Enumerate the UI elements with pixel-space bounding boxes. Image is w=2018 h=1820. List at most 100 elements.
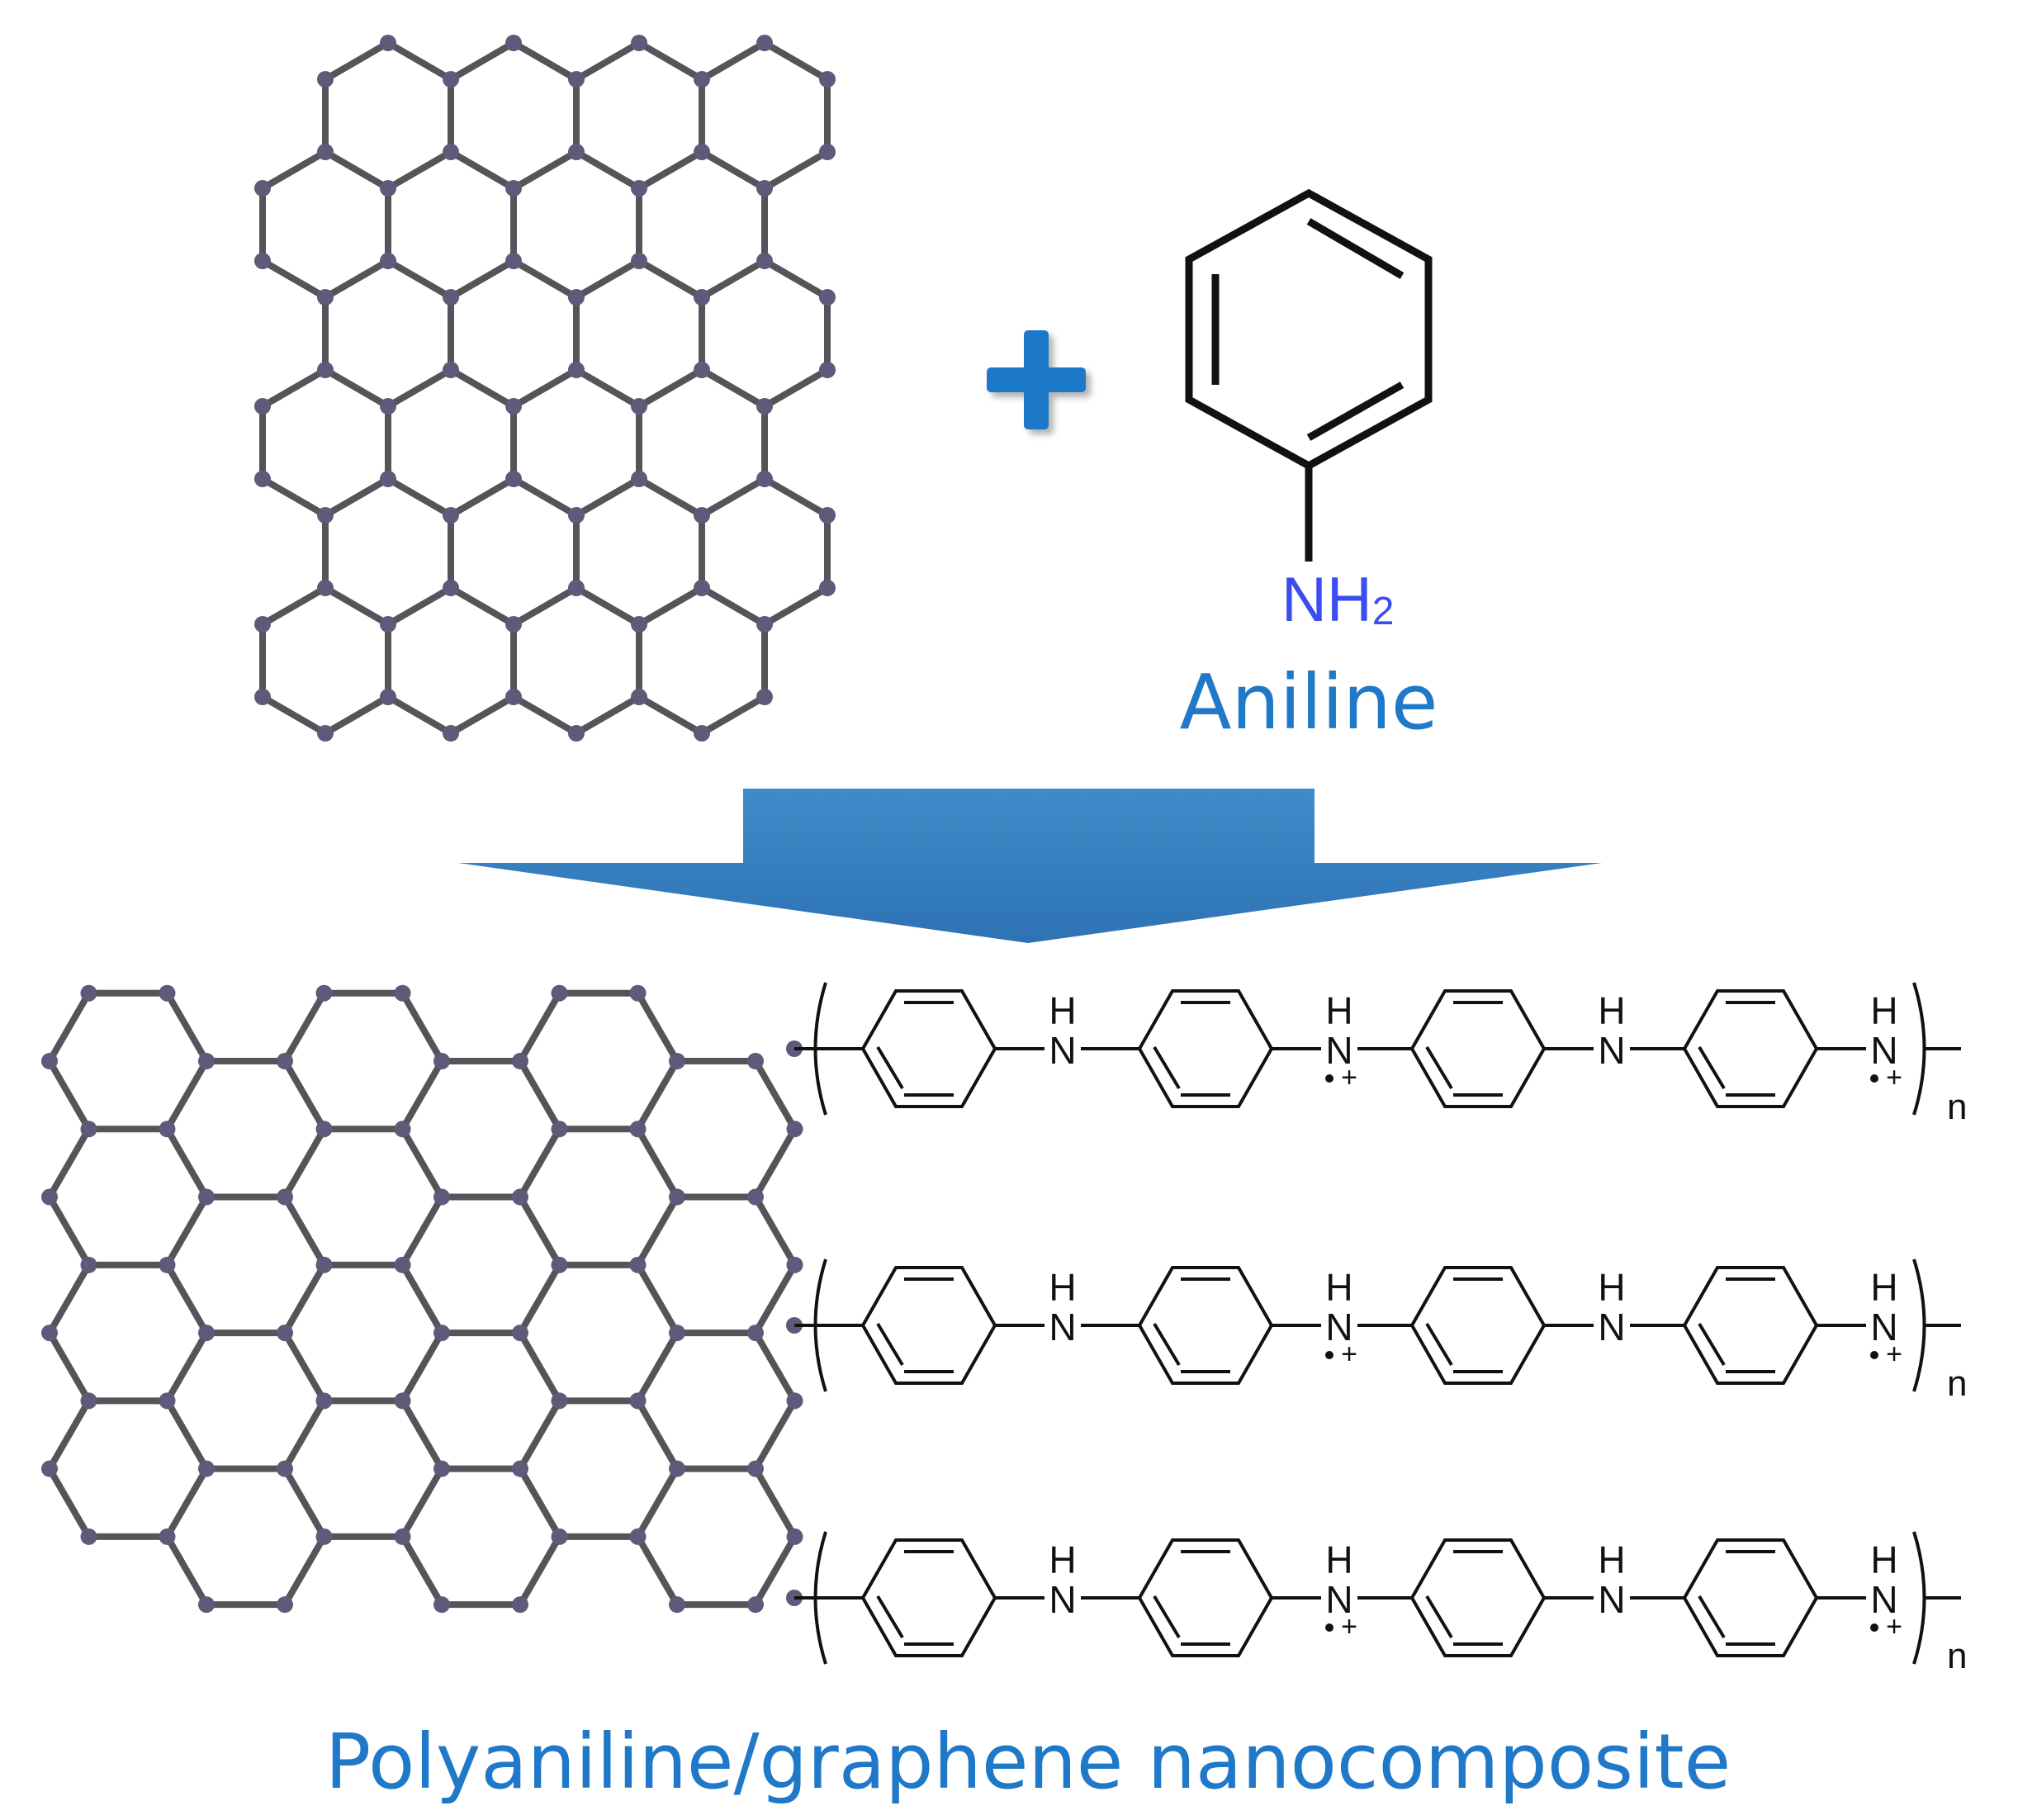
carbon-bond [448, 258, 517, 301]
carbon-atom [568, 289, 585, 306]
carbon-atom [159, 1528, 176, 1545]
positive-charge: + [1886, 1062, 1902, 1093]
carbon-atom [254, 253, 271, 269]
carbon-atom [433, 1053, 450, 1069]
carbon-atom [747, 1596, 764, 1614]
carbon-atom [41, 1460, 58, 1477]
carbon-bond [573, 40, 642, 83]
carbon-atom [551, 1256, 568, 1273]
graphene-sheet-top [254, 35, 836, 742]
carbon-bond [322, 476, 391, 519]
double-bond [1698, 1045, 1726, 1090]
carbon-atom [512, 1325, 528, 1342]
carbon-bond [634, 1397, 680, 1472]
amine-h-label: H [1598, 1538, 1625, 1581]
carbon-atom [433, 1460, 450, 1477]
carbon-bond [634, 1058, 680, 1133]
amine-n-label: N [1325, 1306, 1352, 1348]
radical-dot [1325, 1074, 1333, 1083]
carbon-bond [517, 1533, 563, 1609]
carbon-atom [631, 398, 647, 415]
carbon-bond [573, 694, 642, 737]
carbon-atom [443, 71, 459, 88]
amine-n-label: N [1325, 1029, 1352, 1072]
carbon-bond [636, 40, 705, 83]
carbon-atom [443, 362, 459, 378]
carbon-atom [756, 471, 773, 487]
amine-h-label: H [1598, 1266, 1625, 1309]
carbon-bond [46, 1126, 92, 1201]
carbon-bond [573, 367, 642, 410]
carbon-bond [761, 149, 831, 192]
carbon-atom [786, 1256, 803, 1273]
carbon-bond [752, 1465, 798, 1540]
carbon-atom [694, 144, 710, 160]
carbon-atom [669, 1053, 685, 1069]
carbon-bond [282, 989, 328, 1064]
carbon-atom [631, 471, 647, 487]
carbon-bond [752, 1193, 798, 1268]
carbon-bond [752, 1329, 798, 1405]
graphene-sheet-bottom [41, 984, 803, 1614]
carbon-bond [636, 694, 705, 737]
carbon-bond [634, 1193, 680, 1268]
carbon-atom [568, 71, 585, 88]
carbon-atom [551, 1528, 568, 1545]
carbon-bond [399, 1329, 445, 1405]
lattice-atoms [41, 984, 803, 1614]
carbon-atom [629, 1121, 647, 1138]
amine-n-label: N [1598, 1029, 1625, 1072]
carbon-atom [756, 616, 773, 633]
carbon-atom [505, 471, 522, 487]
carbon-atom [505, 616, 522, 633]
carbon-atom [747, 1325, 764, 1342]
carbon-atom [198, 1596, 215, 1614]
carbon-bond [634, 1533, 680, 1609]
carbon-atom [443, 725, 459, 742]
carbon-bond [448, 149, 517, 192]
carbon-atom [505, 398, 522, 415]
lattice-bonds [259, 40, 831, 737]
carbon-atom [315, 1121, 333, 1138]
carbon-atom [317, 71, 334, 88]
benzene-ring [1137, 1538, 1274, 1657]
carbon-atom [568, 507, 585, 524]
carbon-atom [80, 1392, 97, 1410]
carbon-atom [631, 253, 647, 269]
carbon-bond [636, 367, 705, 410]
carbon-bond [510, 585, 580, 628]
carbon-atom [756, 35, 773, 51]
carbon-bond [634, 1329, 680, 1405]
carbon-bond [510, 258, 580, 301]
carbon-atom [786, 1392, 803, 1410]
lattice-bonds [46, 989, 798, 1609]
carbon-atom [694, 362, 710, 378]
amine-h-label: H [1870, 1266, 1897, 1309]
amine-h-label: H [1325, 1538, 1352, 1581]
carbon-bond [385, 694, 454, 737]
carbon-bond [761, 476, 831, 519]
carbon-atom [277, 1460, 293, 1477]
carbon-bond [448, 585, 517, 628]
carbon-bond [259, 258, 329, 301]
carbon-atom [41, 1053, 58, 1069]
carbon-atom [551, 1121, 568, 1138]
carbon-bond [517, 1058, 563, 1133]
carbon-atom [819, 144, 836, 160]
carbon-bond [448, 476, 517, 519]
radical-dot [1870, 1074, 1878, 1083]
carbon-atom [631, 616, 647, 633]
double-bond [1153, 1045, 1181, 1090]
carbon-bond [699, 476, 768, 519]
carbon-bond [385, 585, 454, 628]
carbon-atom [80, 1528, 97, 1545]
carbon-bond [282, 1193, 328, 1268]
benzene-ring [1682, 989, 1819, 1108]
carbon-bond [259, 149, 329, 192]
carbon-bond [752, 1058, 798, 1133]
amine-h-label: H [1049, 1538, 1076, 1581]
carbon-atom [631, 689, 647, 705]
double-bond [876, 1045, 904, 1090]
